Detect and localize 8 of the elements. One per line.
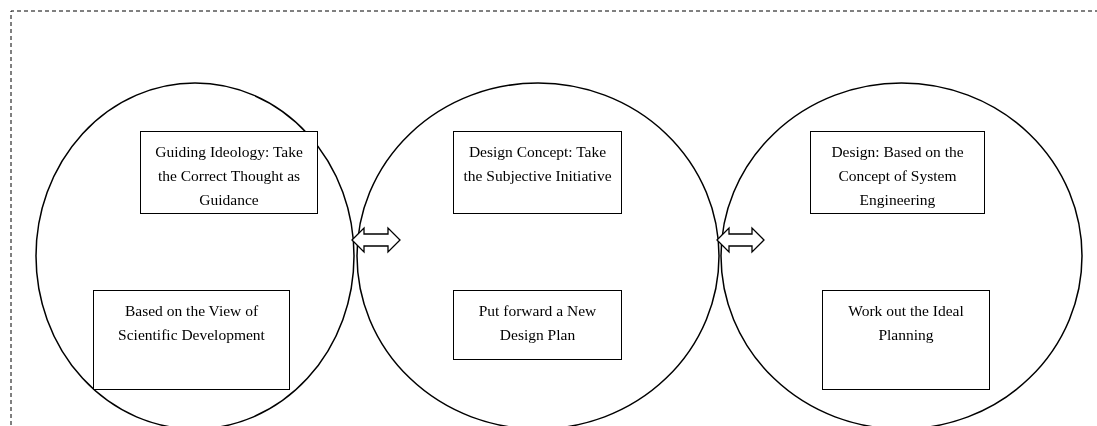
- double-arrow: [716, 226, 765, 254]
- text-box: Put forward a New Design Plan: [453, 290, 622, 360]
- text-box: Guiding Ideology: Take the Correct Thought as Guidance: [140, 131, 318, 214]
- text-box: Work out the Ideal Planning: [822, 290, 990, 390]
- text-box: Based on the View of Scientific Development: [93, 290, 290, 390]
- double-arrow: [351, 226, 401, 254]
- text-box: Design Concept: Take the Subjective Initiative: [453, 131, 622, 214]
- text-box: Design: Based on the Concept of System Engineering: [810, 131, 985, 214]
